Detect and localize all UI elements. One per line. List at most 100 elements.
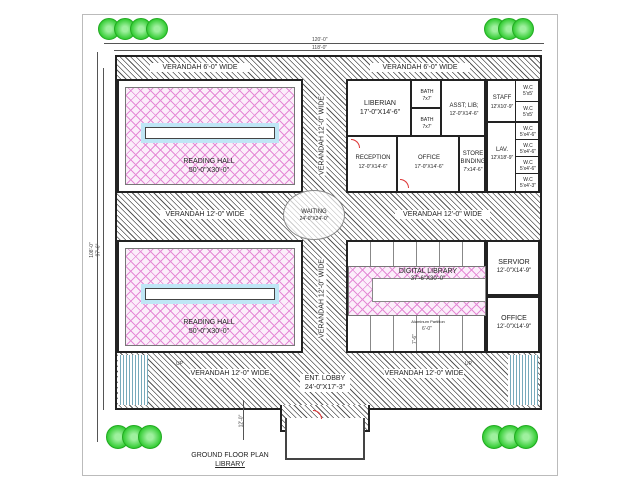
room-name: ASST; LIB; <box>449 103 479 109</box>
room-liberian: LIBERIAN 17'-0"X14'-6" <box>348 81 412 137</box>
room-name: W.C <box>523 106 533 112</box>
door[interactable] <box>400 179 409 188</box>
dimension-overall-width: 120'-0" <box>312 37 328 43</box>
room-name: W.C <box>523 85 533 91</box>
reading-hall-top: READING HALL 50'-0"X30'-0" <box>117 79 303 193</box>
verandah-label: VERANDAH 6'-0" WIDE <box>150 63 250 72</box>
partition-label: Aluminum Partition <box>411 319 445 324</box>
staircase-left <box>118 355 148 405</box>
room-size: 5'x4'-3" <box>519 183 537 189</box>
verandah-label: VERANDAH 12'-0" WIDE <box>160 210 250 219</box>
stair-up-label: UP <box>176 361 183 367</box>
room-name: W.C <box>523 143 533 149</box>
room-size: 12'-0"X14'-6" <box>358 164 388 170</box>
room-asst-lib: ASST; LIB; 12'-0"X14'-6" <box>442 81 486 137</box>
room-name: OFFICE <box>501 315 527 322</box>
verandah-label: VERANDAH 12'-0" WIDE <box>384 369 464 378</box>
office-block: LIBERIAN 17'-0"X14'-6" BATH 7x7' BATH 7x… <box>346 79 486 193</box>
tree-icon <box>146 18 168 40</box>
verandah-label: VERANDAH 12'-0" WIDE <box>317 258 327 339</box>
verandah-label: VERANDAH 12'-0" WIDE <box>395 210 490 219</box>
room-store-binding: STORE BINDING 7'x14'-6" <box>460 137 486 191</box>
room-servior: SERVIOR 12'-0"X14'-9" <box>486 240 540 296</box>
room-size: 37'-6"X30'-0" <box>410 276 446 282</box>
room-name: BATH <box>420 117 434 123</box>
tree-icon <box>514 425 538 449</box>
room-size: 12'-0"X14'-6" <box>449 111 479 117</box>
verandah-label: VERANDAH 12'-0" WIDE <box>190 369 270 378</box>
reading-table <box>145 288 275 300</box>
waiting-area: WAITING 24'-0"X24'-0" <box>283 190 345 240</box>
room-size: 5'x4'-6" <box>519 166 537 172</box>
room-name: W.C <box>523 126 533 132</box>
stair-up-label: UP <box>465 361 472 367</box>
dimension-line <box>243 400 244 440</box>
dimension-setback: 12'-0" <box>238 414 245 428</box>
dimension-partition-width: 6'-0" <box>422 326 432 332</box>
drawing-title: GROUND FLOOR PLAN <box>191 452 269 459</box>
entrance-steps <box>285 418 365 460</box>
tree-icon <box>512 18 534 40</box>
computer-desk <box>372 278 486 302</box>
room-size: 7x7' <box>422 124 432 130</box>
room-size: 17'-0"X14'-6" <box>414 164 444 170</box>
room-name: LIBERIAN <box>364 100 396 107</box>
dimension-inner-depth: 97'-6" <box>95 243 102 257</box>
room-size: 24'-0"X17'-3" <box>300 383 350 392</box>
door[interactable] <box>351 139 360 148</box>
room-size: 24'-0"X24'-0" <box>299 216 329 222</box>
room-name: LAV. <box>495 147 508 153</box>
room-office-bottom: OFFICE 12'-0"X14'-9" <box>486 296 540 353</box>
room-size: 7x7' <box>422 96 432 102</box>
tree-icon <box>138 425 162 449</box>
entrance-door[interactable] <box>313 410 322 419</box>
room-name: OFFICE <box>418 155 440 161</box>
room-name: SERVIOR <box>498 259 530 266</box>
dimension-line <box>97 52 98 442</box>
room-name: W.C <box>523 160 533 166</box>
room-size: 5'x4'-6" <box>519 132 537 138</box>
room-size: 50'-0"X30'-0" <box>188 167 230 174</box>
room-bath-2: BATH 7x7' <box>412 109 442 137</box>
verandah-label: VERANDAH 6'-0" WIDE <box>370 63 470 72</box>
room-name: WAITING <box>301 209 327 215</box>
dimension-partition-depth: 7'-6" <box>411 334 418 344</box>
room-reception: RECEPTION 12'-0"X14'-6" <box>348 137 398 191</box>
room-size: 5'x5' <box>523 112 533 118</box>
staircase-right <box>508 355 538 405</box>
room-size: 12'X10'-9" <box>490 104 514 110</box>
room-size: 5'x4'-6" <box>519 149 537 155</box>
room-name: ENT. LOBBY <box>300 374 350 383</box>
room-name: STAFF <box>492 95 512 101</box>
room-size: 50'-0"X30'-0" <box>188 328 230 335</box>
drawing-subtitle: LIBRARY <box>215 461 245 468</box>
dimension-overall-depth: 108'-0" <box>88 242 95 258</box>
room-bath-1: BATH 7x7' <box>412 81 442 109</box>
room-staff: STAFF 12'X10'-9" <box>488 81 516 123</box>
room-size: 12'X18'-9" <box>490 155 514 161</box>
room-name: BATH <box>420 89 434 95</box>
room-size: 17'-0"X14'-6" <box>359 109 401 116</box>
digital-library: DIGITAL LIBRARY 37'-6"X30'-0" Aluminum P… <box>346 240 486 353</box>
room-lav: LAV. 12'X18'-9" <box>488 123 516 191</box>
verandah-label: VERANDAH 12'-0" WIDE <box>317 95 327 176</box>
room-size: 7'x14'-6" <box>463 167 483 173</box>
room-size: 5'x5' <box>523 91 533 97</box>
room-name: READING HALL <box>183 158 235 165</box>
room-size: 12'-0"X14'-9" <box>496 268 532 274</box>
dimension-line <box>103 68 104 410</box>
room-name: STORE <box>462 151 484 157</box>
reading-hall-bottom: READING HALL 50'-0"X30'-0" <box>117 240 303 353</box>
dimension-inner-width: 118'-0" <box>312 45 328 51</box>
reading-table <box>145 127 275 139</box>
room-office-top: OFFICE 17'-0"X14'-6" <box>398 137 460 191</box>
room-name: BINDING <box>460 159 486 165</box>
room-name: READING HALL <box>183 319 235 326</box>
drawing-frame <box>82 14 558 476</box>
